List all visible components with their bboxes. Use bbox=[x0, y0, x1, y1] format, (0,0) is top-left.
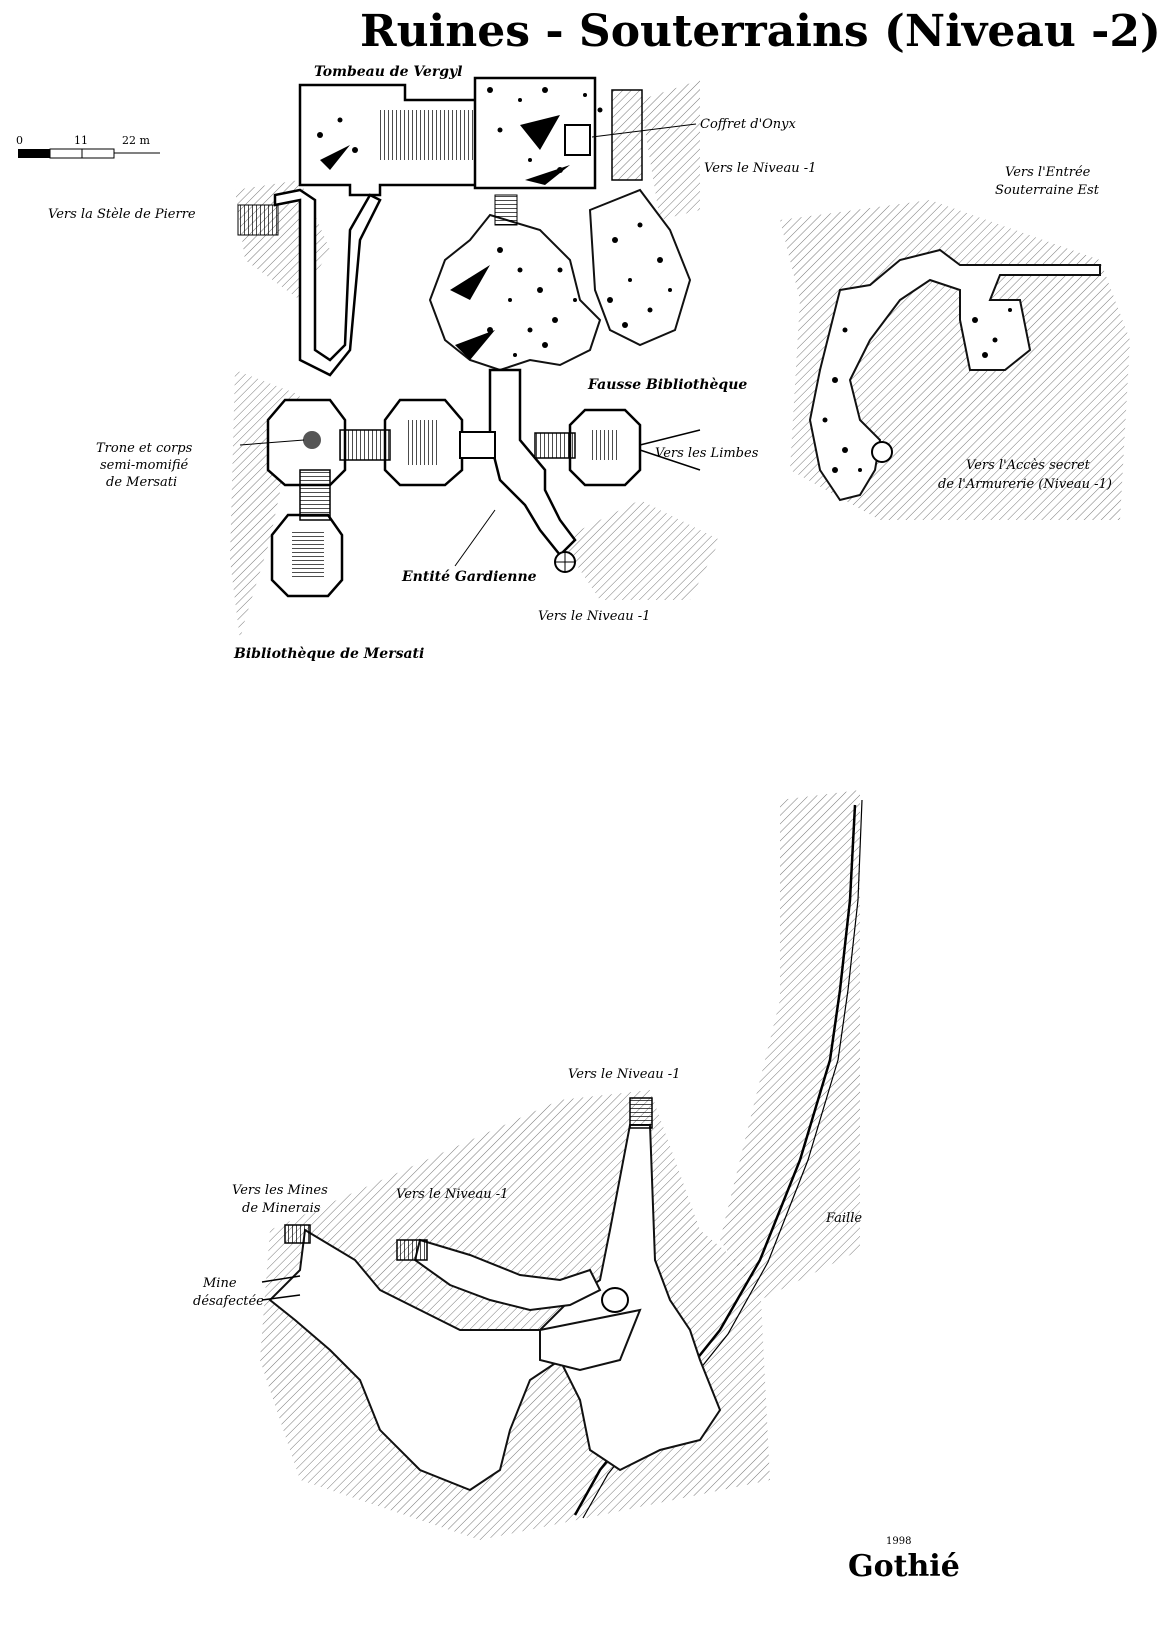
label-vers-entree-2: Souterraine Est bbox=[995, 183, 1100, 198]
label-vers-niveau-left: Vers le Niveau -1 bbox=[396, 1187, 508, 1202]
label-entite: Entité Gardienne bbox=[401, 569, 537, 585]
scale-bar: 0 11 22 m bbox=[16, 134, 160, 159]
label-trone-2: semi-momifié bbox=[100, 458, 189, 473]
lower-complex bbox=[260, 790, 863, 1540]
label-vers-entree-1: Vers l'Entrée bbox=[1005, 165, 1091, 180]
label-vers-mines-1: Vers les Mines bbox=[232, 1183, 328, 1198]
scale-tick-11: 11 bbox=[74, 134, 88, 147]
label-vers-niveau-low: Vers le Niveau -1 bbox=[568, 1067, 680, 1082]
label-vers-limbes: Vers les Limbes bbox=[655, 446, 759, 461]
label-coffret: Coffret d'Onyx bbox=[700, 117, 797, 132]
map-labels: Tombeau de Vergyl Coffret d'Onyx Vers le… bbox=[48, 64, 1112, 1309]
label-vers-niveau-top: Vers le Niveau -1 bbox=[704, 161, 816, 176]
label-vers-mines-2: de Minerais bbox=[242, 1201, 321, 1216]
signature-name: Gothié bbox=[848, 1549, 960, 1584]
label-vers-niveau-mid: Vers le Niveau -1 bbox=[538, 609, 650, 624]
map-title: Ruines - Souterrains (Niveau -2) bbox=[360, 6, 1161, 57]
label-trone-3: de Mersati bbox=[106, 475, 177, 490]
label-acces-2: de l'Armurerie (Niveau -1) bbox=[938, 477, 1112, 492]
label-faille: Faille bbox=[825, 1211, 862, 1226]
signature: 1998 Gothié bbox=[848, 1536, 960, 1584]
label-mine-2: désafectée bbox=[193, 1294, 264, 1309]
label-trone-1: Trone et corps bbox=[96, 441, 193, 456]
upper-complex bbox=[230, 76, 1130, 640]
scale-tick-0: 0 bbox=[16, 134, 23, 147]
label-vers-stele: Vers la Stèle de Pierre bbox=[48, 207, 196, 222]
label-fausse-biblio: Fausse Bibliothèque bbox=[587, 377, 747, 393]
label-tombeau: Tombeau de Vergyl bbox=[314, 64, 462, 80]
label-acces-1: Vers l'Accès secret bbox=[966, 458, 1091, 473]
label-mine-1: Mine bbox=[202, 1276, 237, 1291]
scale-tick-22: 22 m bbox=[122, 134, 150, 147]
signature-year: 1998 bbox=[886, 1536, 911, 1547]
label-biblio-mersati: Bibliothèque de Mersati bbox=[233, 646, 424, 662]
